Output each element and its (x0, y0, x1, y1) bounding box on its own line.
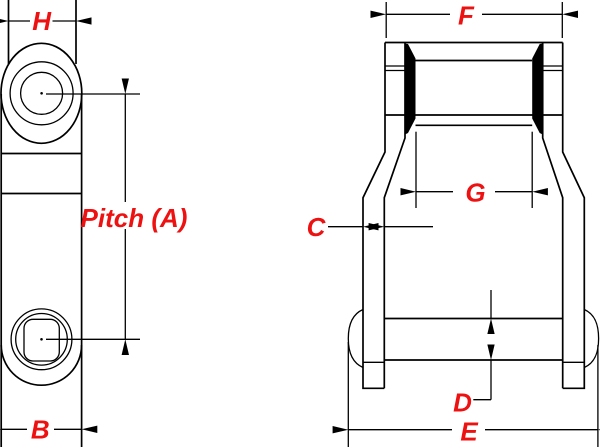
c-label: C (307, 212, 327, 242)
e-label: E (460, 417, 478, 447)
g-label: G (465, 178, 485, 208)
dimension-f: F (370, 1, 578, 38)
right-plate-outer (561, 42, 586, 390)
front-view-plates (362, 41, 586, 390)
dimension-h: H (0, 6, 92, 36)
dimension-e: E (332, 342, 600, 447)
side-view-top-hole (9, 61, 74, 126)
bottom-hole-center-dot (40, 338, 43, 341)
right-plate-inner (541, 42, 564, 389)
f-label: F (458, 1, 475, 31)
plate-upper-bulge (0, 42, 83, 145)
left-plate-inner (383, 42, 406, 389)
h-label: H (32, 6, 52, 36)
dimension-b: B (0, 415, 98, 445)
left-section-band (405, 43, 416, 135)
d-label: D (453, 388, 472, 418)
pitch-label: Pitch (A) (81, 203, 188, 233)
side-view (0, 0, 83, 447)
front-view-bushing-roller (385, 43, 563, 135)
right-section-band (532, 43, 543, 135)
dimension-d: D (453, 290, 495, 418)
b-label: B (31, 415, 50, 445)
dimension-pitch: Pitch (A) (46, 78, 188, 355)
dimension-c: C (307, 212, 433, 242)
front-view-pin (347, 308, 600, 369)
dimension-g: G (400, 131, 548, 208)
front-view (347, 41, 600, 390)
left-plate-outer (362, 42, 386, 390)
plate-bottom-cap (0, 344, 83, 387)
left-pin-head (347, 308, 364, 369)
bottom-slot-hole (23, 318, 60, 362)
top-roller-circle (9, 61, 74, 126)
top-pin-circle (19, 71, 64, 115)
side-view-plate-outline (0, 0, 83, 447)
top-hole-center-dot (40, 92, 43, 95)
right-pin-head (584, 308, 600, 369)
